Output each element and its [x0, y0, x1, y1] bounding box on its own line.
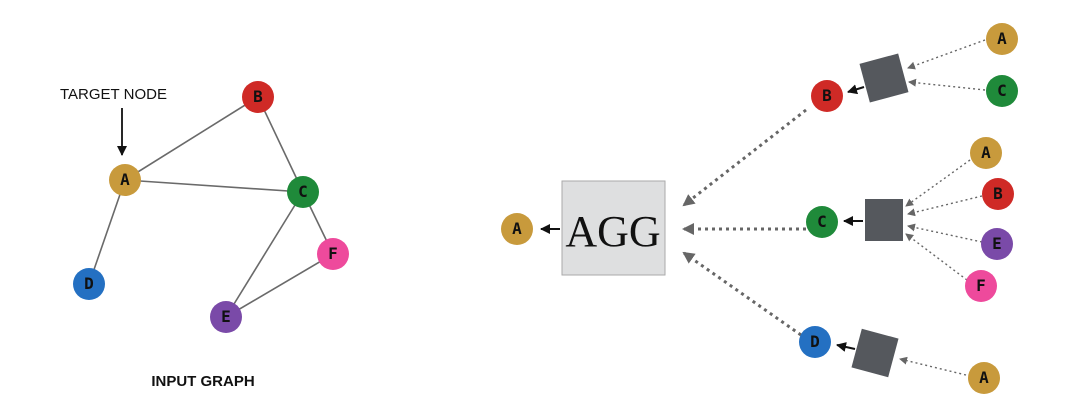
node-circle-icon — [501, 213, 533, 245]
level2-node-b-c: C — [986, 75, 1018, 107]
aggregator-square-c — [865, 199, 903, 241]
edge-c-e — [225, 191, 304, 318]
input-node-d: D — [73, 268, 105, 300]
node-label: C — [817, 212, 827, 231]
computation-graph: AGG A B A — [501, 23, 1018, 394]
node-label: D — [84, 274, 94, 293]
node-label: F — [328, 244, 338, 263]
node-circle-icon — [317, 238, 349, 270]
edge-a-d — [88, 179, 126, 285]
aggregator-rect — [561, 180, 666, 276]
square-d-arrow-icon — [836, 342, 856, 352]
node-circle-icon — [73, 268, 105, 300]
input-node-c: C — [287, 176, 319, 208]
input-graph-edges — [88, 96, 334, 318]
level1-to-agg-arrows — [682, 108, 807, 337]
node-circle-icon — [210, 301, 242, 333]
node-label: B — [822, 86, 832, 105]
node-label: B — [253, 87, 263, 106]
arrow-f-to-square-c — [905, 233, 968, 281]
node-circle-icon — [986, 23, 1018, 55]
level1-node-c: C — [806, 206, 838, 238]
branch-c-neighbor-arrows — [905, 159, 983, 281]
node-circle-icon — [982, 178, 1014, 210]
node-label: C — [997, 81, 1007, 100]
node-label: A — [979, 368, 989, 387]
arrow-a-to-square-d — [899, 356, 967, 376]
node-circle-icon — [799, 326, 831, 358]
level2-node-d-a: A — [968, 362, 1000, 394]
level1-node-d: D — [799, 326, 831, 358]
node-circle-icon — [986, 75, 1018, 107]
target-annotation: TARGET NODE — [60, 86, 167, 156]
arrow-d-to-agg — [682, 251, 802, 337]
arrow-a-to-square-c — [905, 159, 971, 207]
level2-node-c-a: A — [970, 137, 1002, 169]
branch-c: C A B E F — [806, 137, 1014, 302]
edge-e-f — [225, 253, 334, 318]
input-node-f: F — [317, 238, 349, 270]
level2-node-c-e: E — [981, 228, 1013, 260]
node-circle-icon — [806, 206, 838, 238]
arrow-b-to-square-c — [907, 195, 983, 217]
input-graph: TARGET NODE A B C D E F INPUT GRAPH — [60, 81, 349, 390]
branch-d-neighbor-arrows — [899, 356, 967, 376]
level1-node-b: B — [811, 80, 843, 112]
aggregator-label: AGG — [565, 207, 660, 256]
input-node-e: E — [210, 301, 242, 333]
node-circle-icon — [287, 176, 319, 208]
arrow-c-to-square-b — [908, 78, 986, 91]
edge-a-c — [124, 179, 304, 193]
level2-node-c-f: F — [965, 270, 997, 302]
node-label: B — [993, 184, 1003, 203]
arrow-b-to-agg — [682, 108, 807, 207]
node-circle-icon — [242, 81, 274, 113]
branch-b: B A C — [811, 23, 1018, 112]
target-node-label: TARGET NODE — [60, 86, 167, 103]
aggregator-box: AGG — [561, 180, 666, 276]
output-node-a: A — [501, 213, 533, 245]
level2-node-b-a: A — [986, 23, 1018, 55]
input-node-b: B — [242, 81, 274, 113]
aggregator-square-d — [851, 328, 899, 378]
square-b-arrow-icon — [847, 84, 865, 95]
node-circle-icon — [981, 228, 1013, 260]
input-node-a: A — [109, 164, 141, 196]
arrow-e-to-square-c — [907, 223, 983, 243]
input-graph-caption: INPUT GRAPH — [151, 373, 254, 390]
node-label: E — [992, 234, 1002, 253]
node-circle-icon — [965, 270, 997, 302]
node-label: E — [221, 307, 231, 326]
edge-a-b — [124, 96, 259, 181]
node-circle-icon — [968, 362, 1000, 394]
node-label: A — [512, 219, 522, 238]
node-label: A — [997, 29, 1007, 48]
node-circle-icon — [109, 164, 141, 196]
level2-node-c-b: B — [982, 178, 1014, 210]
arrow-a-to-square-b — [907, 39, 986, 70]
node-circle-icon — [811, 80, 843, 112]
branch-b-neighbor-arrows — [907, 39, 986, 91]
node-label: A — [981, 143, 991, 162]
branch-d: D A — [799, 326, 1000, 394]
node-label: D — [810, 332, 820, 351]
node-label: A — [120, 170, 130, 189]
node-label: C — [298, 182, 308, 201]
node-circle-icon — [970, 137, 1002, 169]
node-label: F — [976, 276, 986, 295]
edge-b-c — [257, 96, 304, 193]
aggregator-square-b — [859, 53, 909, 103]
